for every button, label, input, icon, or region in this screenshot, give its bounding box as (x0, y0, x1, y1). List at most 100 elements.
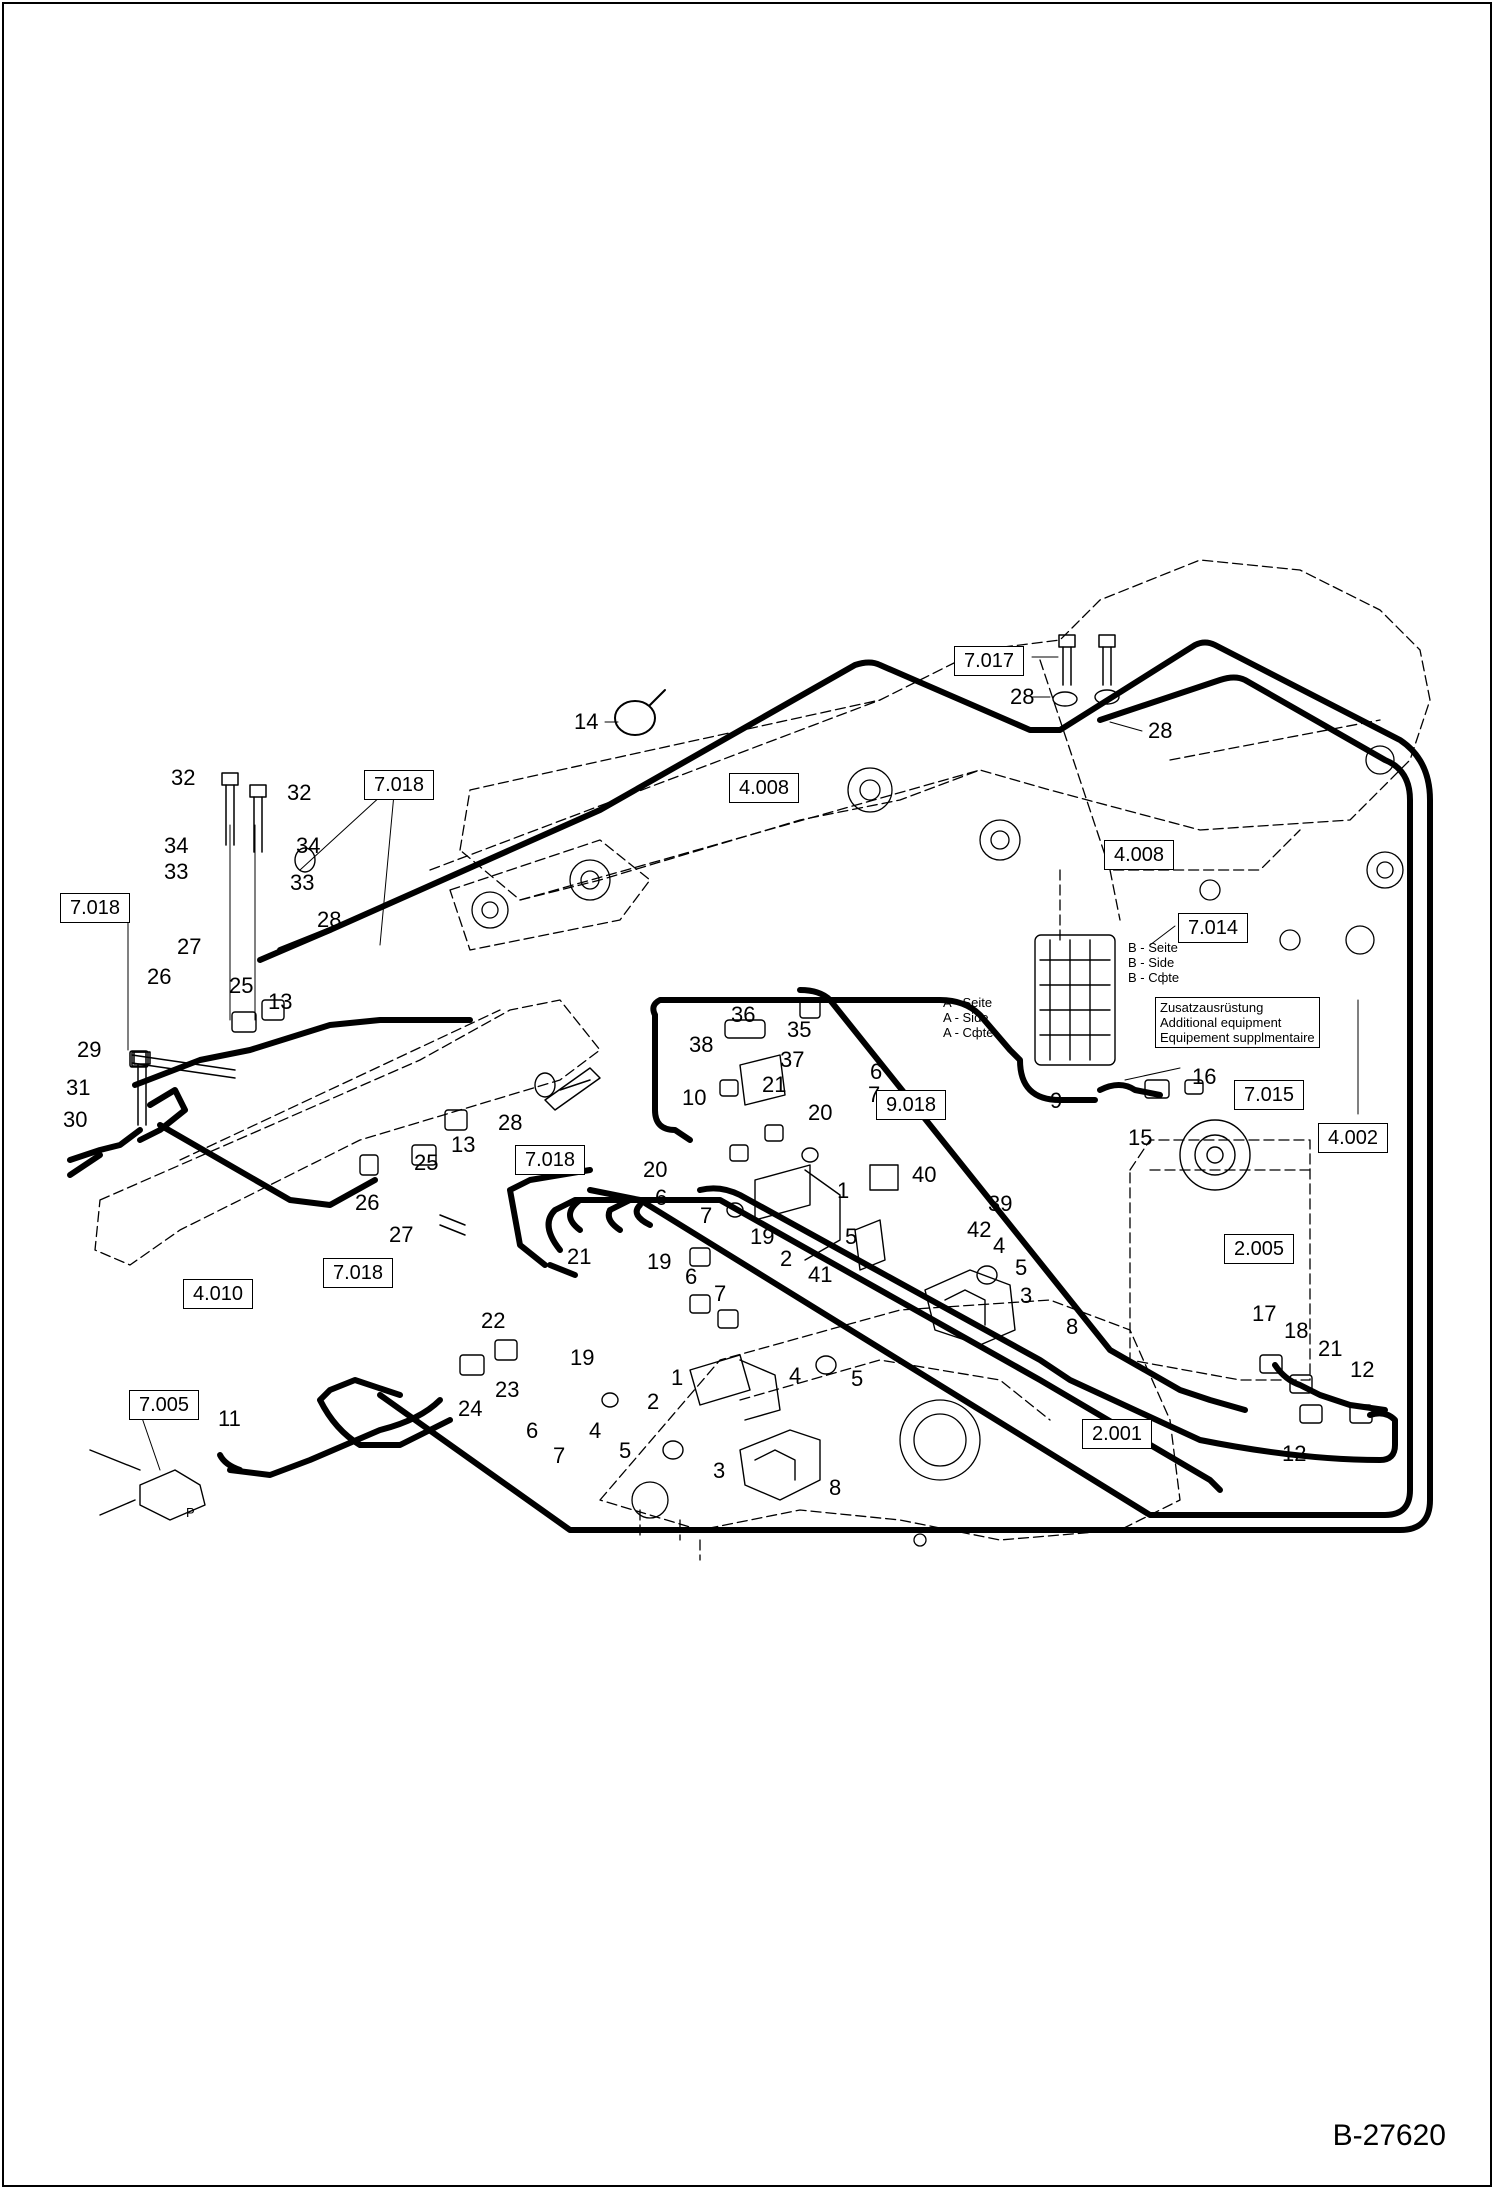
washer-icon (294, 689, 1120, 1460)
position-number: 11 (218, 1406, 241, 1431)
position-number: 37 (780, 1047, 805, 1072)
position-number: 8 (829, 1475, 842, 1500)
arm-outline (94, 839, 651, 1266)
position-number: 6 (655, 1185, 668, 1210)
ref-box-7-014: 7.014 (1178, 913, 1249, 943)
position-number: 6 (526, 1418, 539, 1443)
document-id: B-27620 (1332, 2119, 1446, 2152)
position-number: 28 (498, 1110, 523, 1135)
position-number: 27 (177, 934, 202, 959)
boom-outline (429, 559, 1431, 941)
position-number: 13 (451, 1132, 476, 1157)
position-number: 6 (685, 1264, 698, 1289)
position-number: 22 (481, 1308, 506, 1333)
hose-fitting-icon (231, 999, 821, 1376)
ref-box-7-005: 7.005 (129, 1390, 200, 1420)
position-number: 12 (1282, 1441, 1307, 1466)
position-number: 17 (1252, 1301, 1277, 1326)
note-line: B - Cфte (1128, 970, 1180, 985)
position-number: 12 (1350, 1357, 1375, 1382)
position-number: 1 (837, 1178, 850, 1203)
position-number: 23 (495, 1377, 520, 1402)
note-line: Additional equipment (1160, 1015, 1282, 1030)
tank-filter (1179, 1119, 1251, 1191)
note-line: Equipement supplmentaire (1160, 1030, 1315, 1045)
position-number: 18 (1284, 1318, 1309, 1343)
ref-box-7-018-b: 7.018 (60, 893, 131, 923)
position-number: 5 (851, 1366, 864, 1391)
position-number: 31 (66, 1075, 91, 1100)
control-valve-block (1034, 934, 1116, 1066)
position-number: 33 (290, 870, 315, 895)
position-number: 19 (570, 1345, 595, 1370)
position-number: 20 (643, 1157, 668, 1182)
position-number: 2 (780, 1246, 793, 1271)
position-number: 39 (988, 1191, 1013, 1216)
position-number: 7 (553, 1443, 566, 1468)
ref-box-9-018: 9.018 (876, 1090, 947, 1120)
position-number: 21 (567, 1244, 592, 1269)
position-number: 41 (808, 1262, 833, 1287)
position-number: 29 (77, 1037, 102, 1062)
position-number: 3 (713, 1458, 726, 1483)
ref-box-4-008-b: 4.008 (1104, 840, 1175, 870)
position-number: 25 (414, 1150, 439, 1175)
position-number: 21 (1318, 1336, 1343, 1361)
position-number: 36 (731, 1002, 756, 1027)
note-line: A - Side (943, 1010, 989, 1025)
position-number: 19 (647, 1249, 672, 1274)
ref-box-7-018-d: 7.018 (323, 1258, 394, 1288)
position-number: 1 (671, 1365, 684, 1390)
position-number: 28 (1010, 684, 1035, 709)
position-number: 14 (574, 709, 599, 734)
position-number: 40 (912, 1162, 937, 1187)
additional-equipment-note: Zusatzausrüstung Additional equipment Eq… (1155, 997, 1320, 1048)
ref-box-4-010: 4.010 (183, 1279, 254, 1309)
position-number: 7 (868, 1082, 881, 1107)
position-number: 28 (1148, 718, 1173, 743)
ref-box-2-005: 2.005 (1224, 1234, 1295, 1264)
position-number: 19 (750, 1224, 775, 1249)
slew-ring (631, 1399, 981, 1547)
position-number: 8 (1066, 1314, 1079, 1339)
position-number: 25 (229, 973, 254, 998)
position-number: 5 (845, 1224, 858, 1249)
port-p-label: P (186, 1505, 195, 1520)
position-number: 34 (164, 833, 189, 858)
ref-box-7-015: 7.015 (1234, 1080, 1305, 1110)
position-number: 26 (355, 1190, 380, 1215)
position-number: 4 (789, 1363, 802, 1388)
position-number: 28 (317, 907, 342, 932)
ref-box-4-008-a: 4.008 (729, 773, 800, 803)
position-number: 30 (63, 1107, 88, 1132)
note-line: Zusatzausrüstung (1160, 1000, 1264, 1015)
ref-box-4-002: 4.002 (1318, 1123, 1389, 1153)
position-number: 2 (647, 1389, 660, 1414)
position-number: 7 (714, 1281, 727, 1306)
boom-pins (471, 745, 1404, 955)
position-number: 15 (1128, 1125, 1153, 1150)
note-line: A - Seite (943, 995, 993, 1010)
valve-side-b-note: B - Seite B - Side B - Cфte (1128, 940, 1179, 985)
bracket-icon (739, 1269, 1016, 1501)
note-line: A - Cфte (943, 1025, 994, 1040)
position-number: 24 (458, 1396, 483, 1421)
hose-clamp-icon (614, 689, 666, 736)
position-number: 10 (682, 1085, 707, 1110)
ref-box-7-017: 7.017 (954, 646, 1025, 676)
position-number: 32 (171, 765, 196, 790)
note-line: B - Seite (1128, 940, 1178, 955)
position-number: 21 (762, 1072, 787, 1097)
hydraulic-hoses (67, 639, 1433, 1533)
position-number: 38 (689, 1032, 714, 1057)
bolt-icon (129, 634, 1116, 1236)
position-number: 16 (1192, 1064, 1217, 1089)
note-line: B - Side (1128, 955, 1175, 970)
position-number: 32 (287, 780, 312, 805)
position-number: 7 (700, 1203, 713, 1228)
leader-lines (127, 656, 1359, 1471)
position-number: 4 (993, 1233, 1006, 1258)
